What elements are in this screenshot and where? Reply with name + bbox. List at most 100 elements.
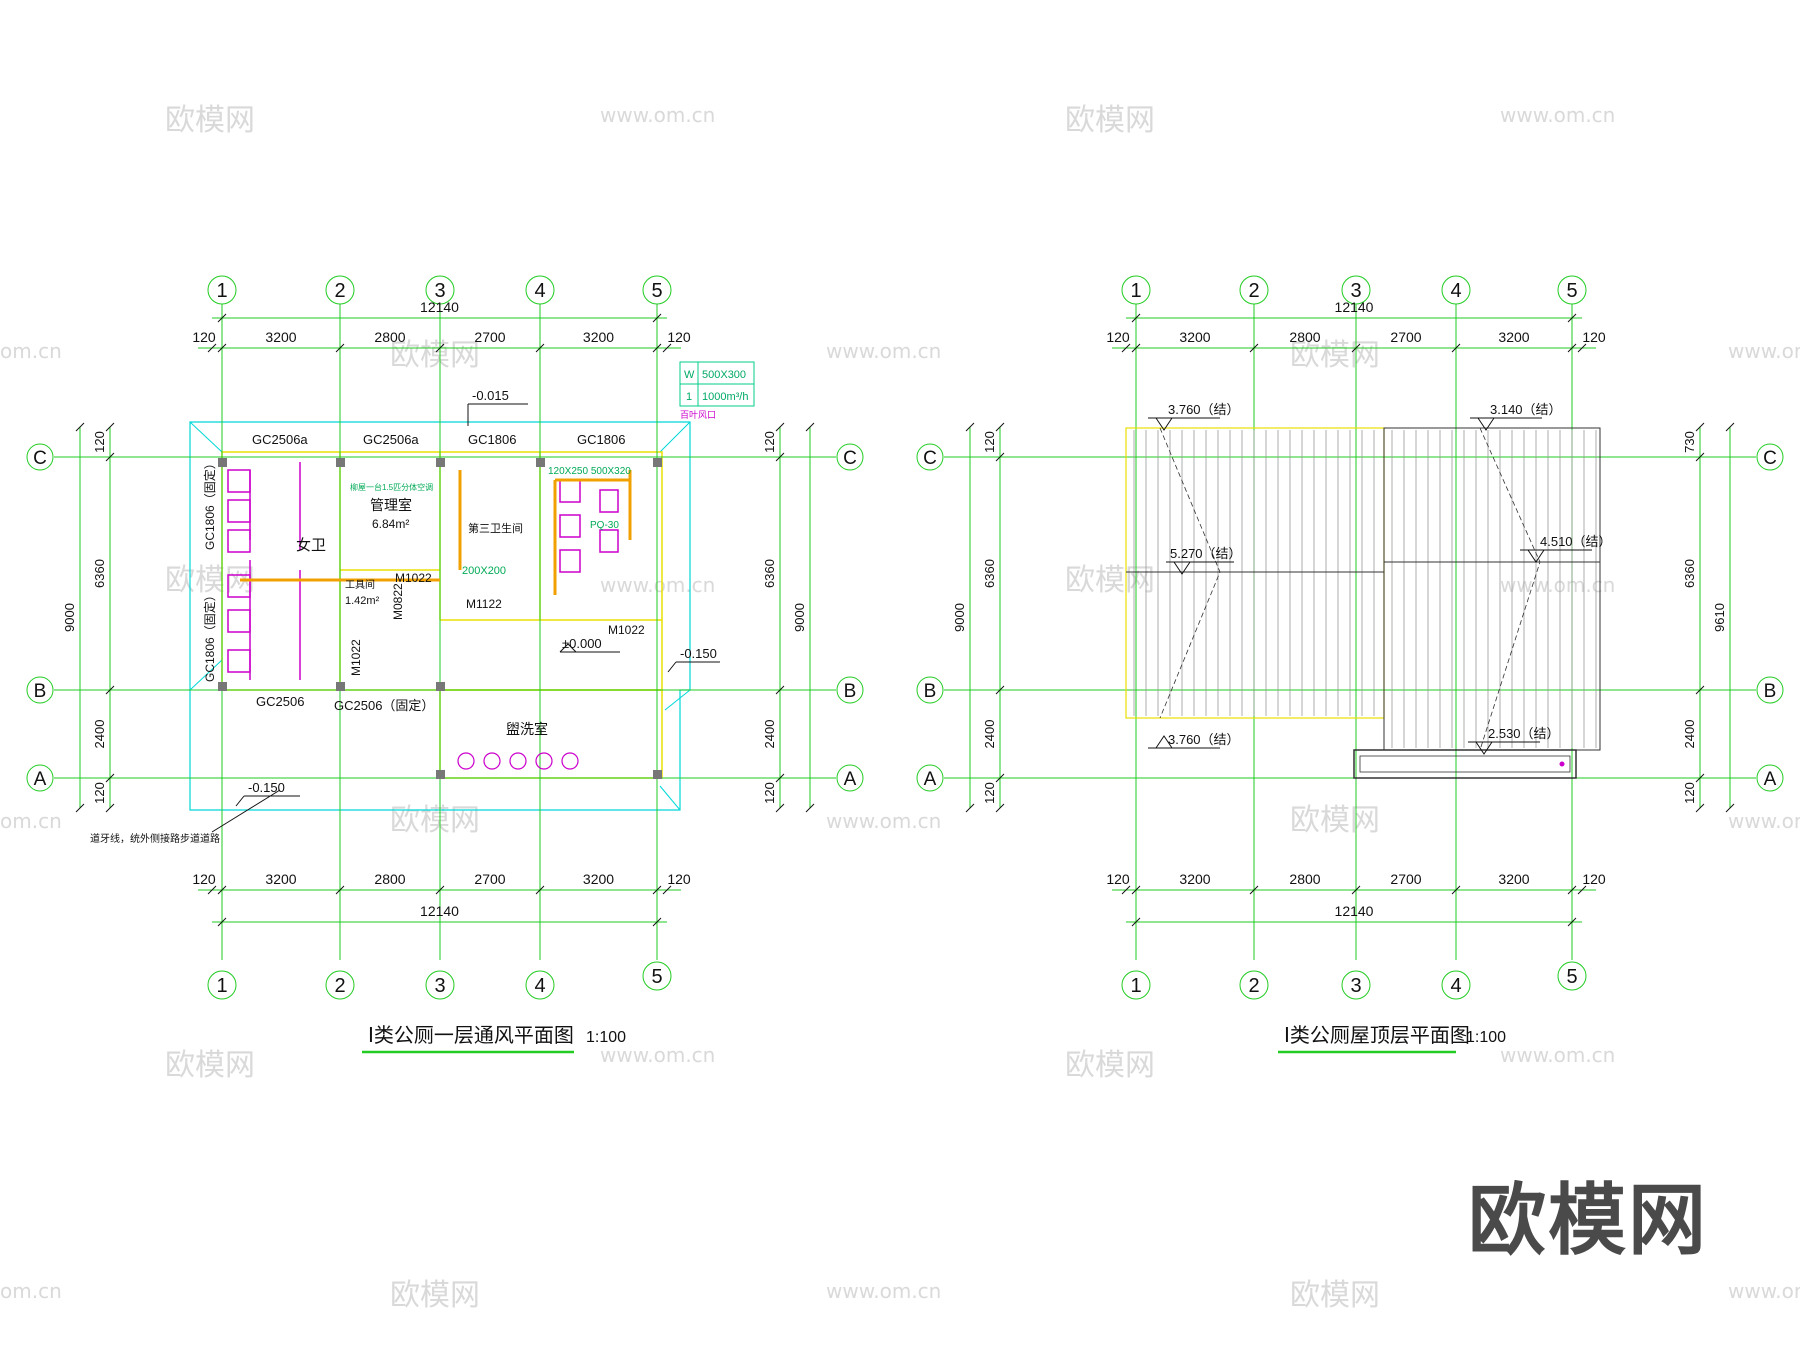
dimension-tick xyxy=(217,917,227,927)
axis-label: 1 xyxy=(216,280,227,302)
dimension-tick xyxy=(662,885,672,895)
dimension-tick xyxy=(995,773,1005,783)
axis-label: 5 xyxy=(1566,280,1577,302)
dimension-tick xyxy=(207,885,217,895)
dimension-tick xyxy=(775,422,785,432)
column-dimension: 2700 xyxy=(474,329,505,345)
axis-bubble-side xyxy=(1756,676,1784,704)
roof-elevation: 3.760（结） xyxy=(1168,732,1240,747)
sanitary-fixtures xyxy=(227,462,619,680)
column-dimension: 3200 xyxy=(265,329,296,345)
axis-bubble-top xyxy=(642,275,672,305)
roof-parapet xyxy=(1353,749,1577,779)
dimension-tick xyxy=(775,773,785,783)
dimension-tick xyxy=(1695,803,1705,813)
dimension-tick xyxy=(105,422,115,432)
dimension-tick xyxy=(1567,885,1577,895)
roof-labels: 3.760（结） 5.270（结） 3.760（结） 3.140（结） 4.51… xyxy=(1168,402,1612,747)
dimension-tick xyxy=(535,885,545,895)
watermark-brand: 欧模网 xyxy=(165,103,255,138)
dimension-tick xyxy=(1351,885,1361,895)
watermark-brand: 欧模网 xyxy=(390,1278,480,1313)
watermark-brand: 欧模网 xyxy=(1065,1048,1155,1083)
watermark-brand: 欧模网 xyxy=(1290,1278,1380,1313)
roof-parapet-inner xyxy=(1359,755,1571,773)
overall-width: 12140 xyxy=(1335,903,1374,919)
dimension-tick xyxy=(995,685,1005,695)
slope-line xyxy=(1159,427,1221,719)
axis-label: 5 xyxy=(651,966,662,988)
overall-height: 9000 xyxy=(952,603,967,632)
axis-label: 3 xyxy=(1350,975,1361,997)
axis-bubble-bottom xyxy=(1239,970,1269,1000)
fan-label: PQ-30 xyxy=(590,520,619,531)
dimension-tick xyxy=(75,422,85,432)
roof-elev-leaders xyxy=(1148,417,1592,755)
dimension-tick xyxy=(805,803,815,813)
watermark-url: om.cn xyxy=(0,1279,62,1303)
dimension-tick xyxy=(105,685,115,695)
axis-bubble-side xyxy=(26,676,54,704)
dimension-tick xyxy=(435,343,445,353)
axis-bubble-bottom xyxy=(1341,970,1371,1000)
axis-bubble-side xyxy=(836,443,864,471)
room-women: 女卫 xyxy=(296,536,326,554)
watermark-url: www.om.cn xyxy=(600,573,715,597)
window-label: GC1806 xyxy=(577,432,625,447)
row-dimension: 120 xyxy=(982,431,997,453)
row-dimension: 120 xyxy=(92,782,107,804)
roof-elevation: 3.140（结） xyxy=(1490,402,1562,417)
overall-width: 12140 xyxy=(1335,299,1374,315)
axis-label: C xyxy=(33,448,47,469)
axis-label: 2 xyxy=(334,975,345,997)
column-dimension: 2800 xyxy=(374,871,405,887)
legend-1-value: 1000m³/h xyxy=(702,391,748,403)
watermark-brand: 欧模网 xyxy=(1065,563,1155,598)
axis-label: C xyxy=(843,448,857,469)
dimension-tick xyxy=(1725,422,1735,432)
row-dimension: 120 xyxy=(982,782,997,804)
dimension-tick xyxy=(965,803,975,813)
axis-label: C xyxy=(1763,448,1777,469)
column-dimension: 3200 xyxy=(1179,871,1210,887)
axis-bubble-top xyxy=(525,275,555,305)
watermark-brand: 欧模网 xyxy=(390,338,480,373)
duct-size: 120X250 500X320 xyxy=(548,466,631,477)
plan-scale: 1:100 xyxy=(1466,1029,1506,1046)
watermark-url: www.om.cn xyxy=(1500,573,1615,597)
row-dimension: 2400 xyxy=(1682,720,1697,749)
axis-bubble-side xyxy=(1756,443,1784,471)
dimension-tick xyxy=(1121,343,1131,353)
column-dimension: 2700 xyxy=(1390,871,1421,887)
column-dimension: 120 xyxy=(667,871,691,887)
row-dimension: 6360 xyxy=(762,559,777,588)
room-tool-area: 1.42m² xyxy=(345,595,380,607)
dimension-tick xyxy=(1577,885,1587,895)
dimension-tick xyxy=(435,885,445,895)
dimension-tick xyxy=(1131,313,1141,323)
axis-label: A xyxy=(1764,769,1777,790)
dimension-tick xyxy=(652,343,662,353)
plan-title: Ⅰ类公厕屋顶层平面图 xyxy=(1284,1024,1470,1047)
axis-bubble-bottom xyxy=(1441,970,1471,1000)
column-dimension: 3200 xyxy=(583,871,614,887)
column-dimension: 120 xyxy=(667,329,691,345)
watermark-brand: 欧模网 xyxy=(1290,803,1380,838)
column-dimension: 120 xyxy=(192,871,216,887)
room-mgmt: 管理室 xyxy=(370,497,412,513)
door-label: M1022 xyxy=(349,639,363,676)
axis-bubble-side xyxy=(836,764,864,792)
axis-label: A xyxy=(924,769,937,790)
axis-label: 4 xyxy=(1450,280,1461,302)
watermark-url: www.om.cn xyxy=(826,809,941,833)
axis-label: B xyxy=(844,681,857,702)
row-dimension: 120 xyxy=(762,431,777,453)
watermark-url: om.cn xyxy=(0,809,62,833)
axis-bubble-bottom xyxy=(1121,970,1151,1000)
legend-w-value: 500X300 xyxy=(702,369,746,381)
dimension-tick xyxy=(217,885,227,895)
column-dimension: 3200 xyxy=(583,329,614,345)
